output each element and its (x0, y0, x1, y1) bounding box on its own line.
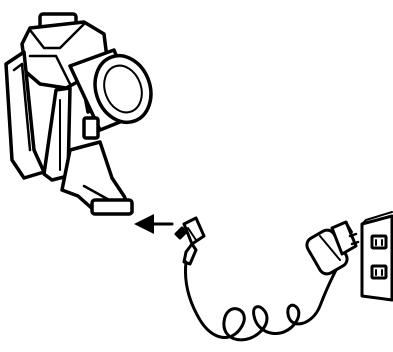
wall-socket-icon (362, 212, 392, 300)
